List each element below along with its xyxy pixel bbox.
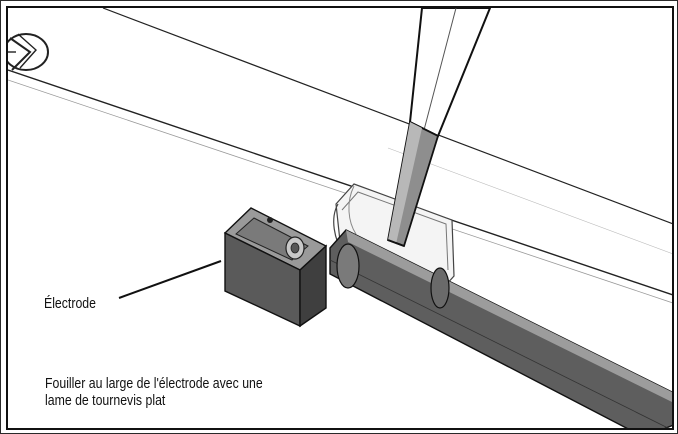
instruction-line-2: lame de tournevis plat	[45, 392, 166, 409]
electrode-label: Électrode	[44, 295, 96, 312]
burner-tube	[8, 8, 672, 304]
assembly-illustration	[8, 8, 672, 428]
electrode-rod	[329, 229, 672, 428]
screwdriver	[386, 8, 492, 248]
electrode-bracket	[223, 207, 328, 328]
wing-nut-icon	[8, 33, 49, 71]
instruction-text: Fouiller au large de l'électrode avec un…	[45, 375, 263, 409]
electrode-leader-line	[118, 260, 222, 299]
instruction-line-1: Fouiller au large de l'électrode avec un…	[45, 375, 263, 392]
diagram-panel: Électrode Fouiller au large de l'électro…	[6, 6, 674, 430]
